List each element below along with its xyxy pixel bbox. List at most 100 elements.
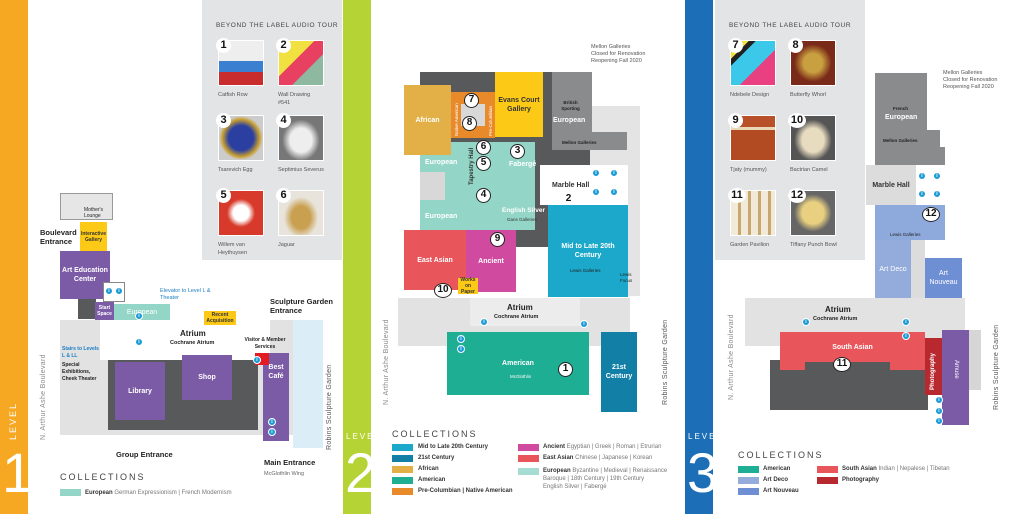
legend-item: American (763, 466, 791, 472)
swatch (392, 477, 413, 484)
stop-1[interactable]: 1 (558, 362, 573, 377)
swatch (392, 444, 413, 451)
elevator-icon: i (135, 312, 143, 320)
south-asian-gallery[interactable]: South Asian (780, 332, 925, 362)
legend-item: South Asian Indian | Nepalese | Tibetan (842, 466, 950, 472)
art-deco[interactable]: Art Deco (875, 240, 911, 298)
legend-item: Photography (842, 477, 879, 483)
evans-court-gallery[interactable]: Evans Court Gallery (495, 72, 543, 137)
legend-european: European German Expressionism | French M… (85, 490, 232, 496)
level-1-strip (0, 0, 28, 514)
cochrane-atrium-label-3: Cochrane Atrium (813, 316, 858, 322)
tour-label: Garden Pavilion (730, 242, 770, 248)
tour-item-9[interactable]: 9 (728, 113, 776, 161)
elevator-icon: i (580, 320, 588, 328)
photography-label: Photography (930, 353, 936, 390)
english-silver-label: English Silver (502, 207, 545, 214)
restroom-icon: i (935, 407, 943, 415)
stop-12[interactable]: 12 (922, 207, 940, 222)
level-3-collections-title: COLLECTIONS (738, 450, 824, 460)
amuse-gallery[interactable] (942, 330, 969, 425)
group-entrance-label: Group Entrance (116, 450, 173, 459)
stop-5[interactable]: 5 (476, 156, 491, 171)
art-nouveau[interactable]: Art Nouveau (925, 258, 962, 298)
amuse-label: Amuse (953, 360, 959, 379)
cochrane-atrium-label-2: Cochrane Atrium (494, 314, 539, 320)
side-block-3 (969, 330, 981, 390)
mid-late-20th-century[interactable]: Mid to Late 20th Century (548, 205, 628, 297)
swatch (392, 466, 413, 473)
garden-label-2: Robins Sculpture Garden (662, 319, 669, 406)
start-space[interactable]: Start Space (95, 302, 114, 320)
legend-item: Art Nouveau (763, 488, 799, 494)
lewis-focus-label: Lewis Focus (620, 272, 633, 283)
art-education-center[interactable]: Art Education Center (60, 251, 110, 299)
tour-item-12[interactable]: 12 (788, 188, 836, 236)
tour-item-10[interactable]: 10 (788, 113, 836, 161)
tour-item-5[interactable]: 5 (216, 188, 264, 236)
level-2-strip (343, 0, 371, 514)
library[interactable]: Library (115, 362, 165, 420)
stairs-label: Stairs to Levels L & LL (62, 346, 99, 359)
atrium-open-2 (470, 298, 580, 326)
tour-item-4[interactable]: 4 (276, 113, 324, 161)
african-gallery[interactable]: African (404, 85, 451, 155)
restroom-icon: i (592, 188, 600, 196)
swatch (518, 468, 539, 475)
mcglothlin-label: McGlothlin (510, 374, 532, 379)
swatch (518, 455, 539, 462)
swatch (738, 488, 759, 495)
restrooms-3 (915, 165, 945, 205)
stop-10[interactable]: 10 (434, 283, 452, 298)
british-sporting-label: British Sporting (561, 100, 580, 111)
european-swatch (60, 489, 81, 496)
photography-gallery[interactable] (925, 338, 942, 395)
legend-item: Pre-Columbian | Native American (418, 488, 513, 494)
tour-item-3[interactable]: 3 (216, 113, 264, 161)
recent-acquisition[interactable]: Recent Acquisition (204, 311, 236, 325)
stop-4[interactable]: 4 (476, 188, 491, 203)
mellon-note-line: Mellon Galleries (591, 44, 631, 50)
stop-6[interactable]: 6 (476, 140, 491, 155)
tour-item-2[interactable]: 2 (276, 38, 324, 86)
restroom-icon: i (592, 169, 600, 177)
21st-century-gallery[interactable]: 21st Century (601, 332, 637, 412)
east-asian-gallery[interactable]: East Asian (404, 230, 466, 290)
legend-item: Mid to Late 20th Century (418, 444, 489, 450)
mellon-lower (552, 132, 627, 150)
tour-item-6[interactable]: 6 (276, 188, 324, 236)
elevator-icon: i (935, 396, 943, 404)
swatch (817, 477, 838, 484)
interactive-gallery[interactable]: Interactive Gallery (80, 222, 107, 252)
stop-2[interactable]: 2 (565, 193, 572, 204)
level-3-strip (685, 0, 713, 514)
tour-item-7[interactable]: 7 (728, 38, 776, 86)
level-2-number: 2 (345, 441, 377, 504)
marble-hall-3[interactable]: Marble Hall (866, 165, 916, 205)
stop-9[interactable]: 9 (490, 232, 505, 247)
legend-item: American (418, 477, 446, 483)
tour-number: 12 (788, 188, 806, 203)
shop[interactable]: Shop (182, 355, 232, 400)
tour-item-11[interactable]: 11 (728, 188, 776, 236)
restroom-icon: i (918, 172, 926, 180)
tour-label: Septimius Severus (278, 167, 324, 173)
mellon-note-3: Mellon Galleries Closed for Renovation R… (943, 70, 997, 91)
tour-number: 2 (276, 38, 291, 53)
stop-8[interactable]: 8 (462, 116, 477, 131)
tour-item-8[interactable]: 8 (788, 38, 836, 86)
legend-item: East Asian Chinese | Japanese | Korean (543, 455, 653, 461)
stop-7[interactable]: 7 (464, 93, 479, 108)
european-gallery[interactable]: European (114, 304, 170, 320)
stop-11[interactable]: 11 (833, 357, 851, 372)
tour-label: Jaguar (278, 242, 295, 248)
stop-3[interactable]: 3 (510, 144, 525, 159)
restroom-icon: i (457, 335, 465, 343)
best-cafe[interactable]: Best Café (263, 353, 289, 441)
works-on-paper[interactable]: Works on Paper (458, 277, 478, 295)
lewis-galleries-label: Lewis Galleries (570, 268, 601, 273)
tour-item-1[interactable]: 1 (216, 38, 264, 86)
restroom-icon: i (610, 169, 618, 177)
restroom-icon: i (933, 172, 941, 180)
mellon-note-line: Closed for Renovation (591, 51, 646, 57)
